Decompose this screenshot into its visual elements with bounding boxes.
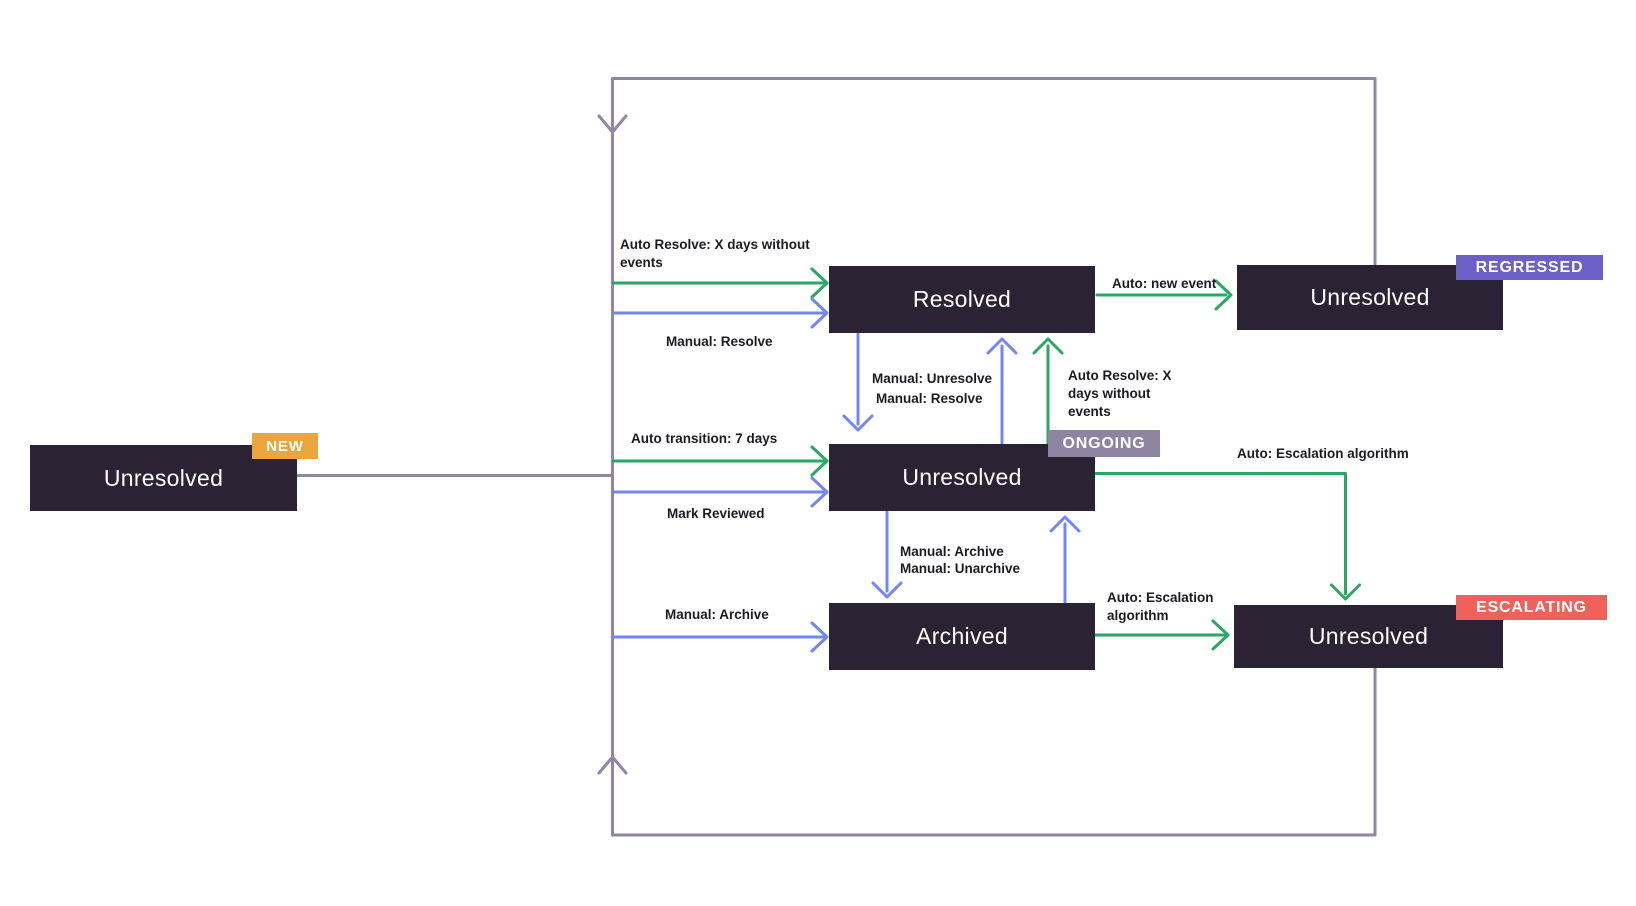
label-manual-unresolve: Manual: Unresolve — [872, 371, 993, 386]
label-auto-resolve-to-resolved: Auto Resolve: X days without events — [620, 237, 810, 270]
label-manual-resolve-up: Manual: Resolve — [876, 391, 983, 406]
label-auto-escalation-from-archived: Auto: Escalation algorithm — [1107, 590, 1214, 623]
arrowhead-auto-transition-to-ongoing-icon — [810, 445, 829, 477]
label-mark-reviewed: Mark Reviewed — [667, 506, 765, 521]
arrowhead-manual-resolve-up-icon — [986, 337, 1018, 355]
arrowhead-auto-resolve-up-icon — [1032, 337, 1064, 355]
badge-new: NEW — [252, 433, 318, 459]
badge-escalating: ESCALATING — [1456, 595, 1607, 620]
arrowhead-auto-escalation-from-archived-icon — [1211, 619, 1230, 651]
feedback-loop-line — [611, 77, 1377, 837]
label-manual-archive-to-archived: Manual: Archive — [665, 607, 769, 622]
arrowhead-auto-escalation-from-ongoing-icon — [1330, 583, 1361, 601]
label-auto-new-event: Auto: new event — [1112, 276, 1217, 291]
label-manual-resolve-to-resolved: Manual: Resolve — [666, 334, 773, 349]
label-auto-escalation-from-ongoing: Auto: Escalation algorithm — [1237, 446, 1409, 461]
badge-ongoing: ONGOING — [1048, 430, 1160, 457]
label-auto-transition: Auto transition: 7 days — [631, 431, 778, 446]
arrowhead-auto-new-event-icon — [1214, 279, 1233, 311]
arrowhead-manual-archive-to-archived-icon — [810, 621, 829, 653]
label-manual-archive-down: Manual: Archive — [900, 544, 1004, 559]
arrow-auto-escalation-from-ongoing — [1093, 472, 1347, 596]
state-box-archived: Archived — [829, 603, 1095, 670]
loop-down-chevron-icon — [597, 114, 628, 134]
badge-regressed: REGRESSED — [1456, 255, 1603, 280]
state-box-resolved: Resolved — [829, 266, 1095, 333]
arrowhead-manual-unresolve-down-icon — [842, 414, 874, 432]
label-manual-unarchive: Manual: Unarchive — [900, 561, 1021, 576]
state-box-escalating-unresolved: Unresolved — [1234, 605, 1503, 668]
arrowhead-manual-resolve-to-resolved-icon — [810, 297, 829, 329]
loop-up-chevron-icon — [597, 755, 628, 775]
arrowhead-mark-reviewed-icon — [810, 476, 829, 508]
state-box-regressed-unresolved: Unresolved — [1237, 265, 1503, 330]
arrowhead-manual-unarchive-up-icon — [1049, 515, 1081, 533]
arrowhead-manual-archive-down-icon — [871, 581, 903, 599]
arrowhead-auto-resolve-to-resolved-icon — [810, 267, 829, 299]
label-auto-resolve-up: Auto Resolve: X days without events — [1068, 368, 1172, 419]
